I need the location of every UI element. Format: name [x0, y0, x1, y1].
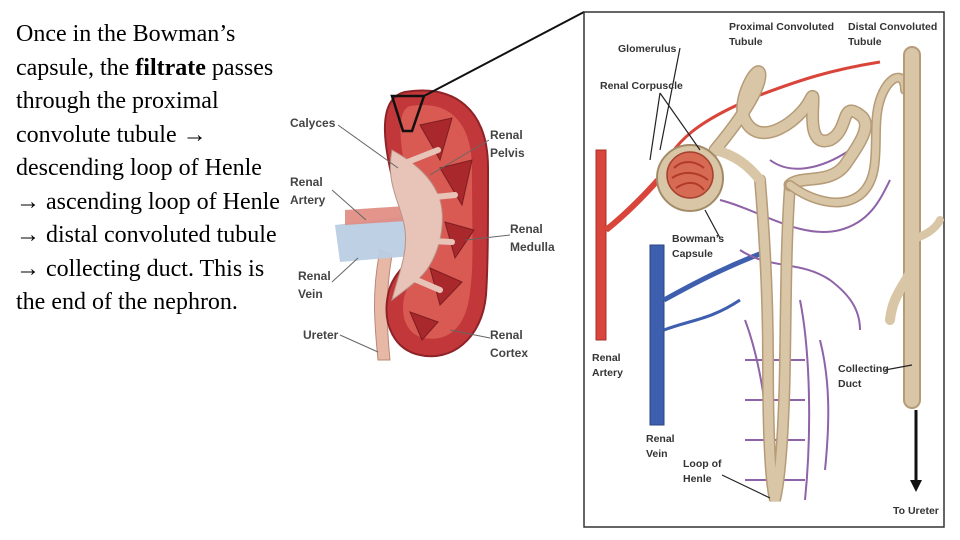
label-distal-convoluted-tubule: Tubule	[848, 36, 882, 48]
arrow-icon: →	[16, 188, 40, 215]
slide-body-text: Once in the Bowman’s capsule, the filtra…	[16, 18, 286, 320]
label-calyces: Calyces	[290, 116, 336, 130]
text-part: ascending loop of Henle	[40, 188, 280, 215]
label-to-ureter: To Ureter	[893, 505, 939, 517]
text-part: passes through the proximal convolute tu…	[16, 54, 274, 148]
label-renal-artery: Artery	[290, 193, 326, 207]
label-renal-medulla: Renal	[510, 222, 543, 236]
label-proximal-convoluted-tubule: Tubule	[729, 36, 763, 48]
tubule-system	[708, 46, 944, 502]
label-glomerulus: Glomerulus	[618, 43, 677, 55]
label-renal-vein: Renal	[646, 433, 675, 445]
label-renal-vein: Vein	[646, 448, 668, 460]
arrow-icon: →	[16, 222, 40, 248]
arrow-icon: →	[182, 121, 207, 148]
label-renal-artery: Renal	[592, 352, 621, 364]
zoom-region-marker	[390, 94, 426, 133]
renal-artery-vessel	[595, 149, 607, 341]
filtrate-bold: filtrate	[135, 54, 206, 81]
text-part: collecting duct. This is the end of the …	[16, 255, 265, 316]
label-collecting-duct: Duct	[838, 378, 862, 390]
label-renal-medulla: Medulla	[510, 240, 555, 254]
text-part: descending loop of Henle	[16, 155, 262, 181]
label-renal-cortex: Renal	[490, 328, 523, 342]
label-proximal-convoluted-tubule: Proximal Convoluted	[729, 21, 834, 33]
label-renal-pelvis: Pelvis	[490, 146, 525, 160]
label-bowmans-capsule: Capsule	[672, 248, 713, 260]
label-loop-of-henle: Henle	[683, 473, 712, 485]
arrow-icon: →	[16, 255, 40, 282]
label-renal-cortex: Cortex	[490, 346, 528, 360]
label-renal-pelvis: Renal	[490, 128, 523, 142]
label-renal-artery: Artery	[592, 367, 623, 379]
label-loop-of-henle: Loop of	[683, 458, 722, 470]
label-bowmans-capsule: Bowman’s	[672, 233, 724, 245]
label-renal-corpuscle: Renal Corpuscle	[600, 80, 683, 92]
renal-pelvis-shape	[389, 149, 443, 302]
label-ureter: Ureter	[303, 328, 339, 342]
renal-vein-vessel	[649, 244, 665, 426]
renal-pyramids	[409, 117, 475, 341]
ureter-shape	[374, 249, 393, 361]
flow-arrow-head	[910, 480, 922, 492]
glomerulus-shape	[666, 151, 714, 199]
label-distal-convoluted-tubule: Distal Convoluted	[848, 21, 937, 33]
text-part: Once in the Bowman’s capsule, the	[16, 21, 236, 81]
calyx-branch	[397, 147, 458, 293]
label-renal-vein: Vein	[298, 287, 323, 301]
nephron-panel: Proximal Convoluted Tubule Distal Convol…	[583, 11, 945, 528]
label-renal-vein: Renal	[298, 269, 331, 283]
label-renal-artery: Renal	[290, 175, 323, 189]
text-part: distal convoluted tubule	[40, 222, 277, 248]
kidney-illustration: Calyces Renal Artery Renal Vein Ureter R…	[290, 11, 585, 361]
zoom-connector-line	[423, 11, 585, 97]
renal-vein-shape	[335, 215, 425, 262]
label-collecting-duct: Collecting	[838, 363, 889, 375]
